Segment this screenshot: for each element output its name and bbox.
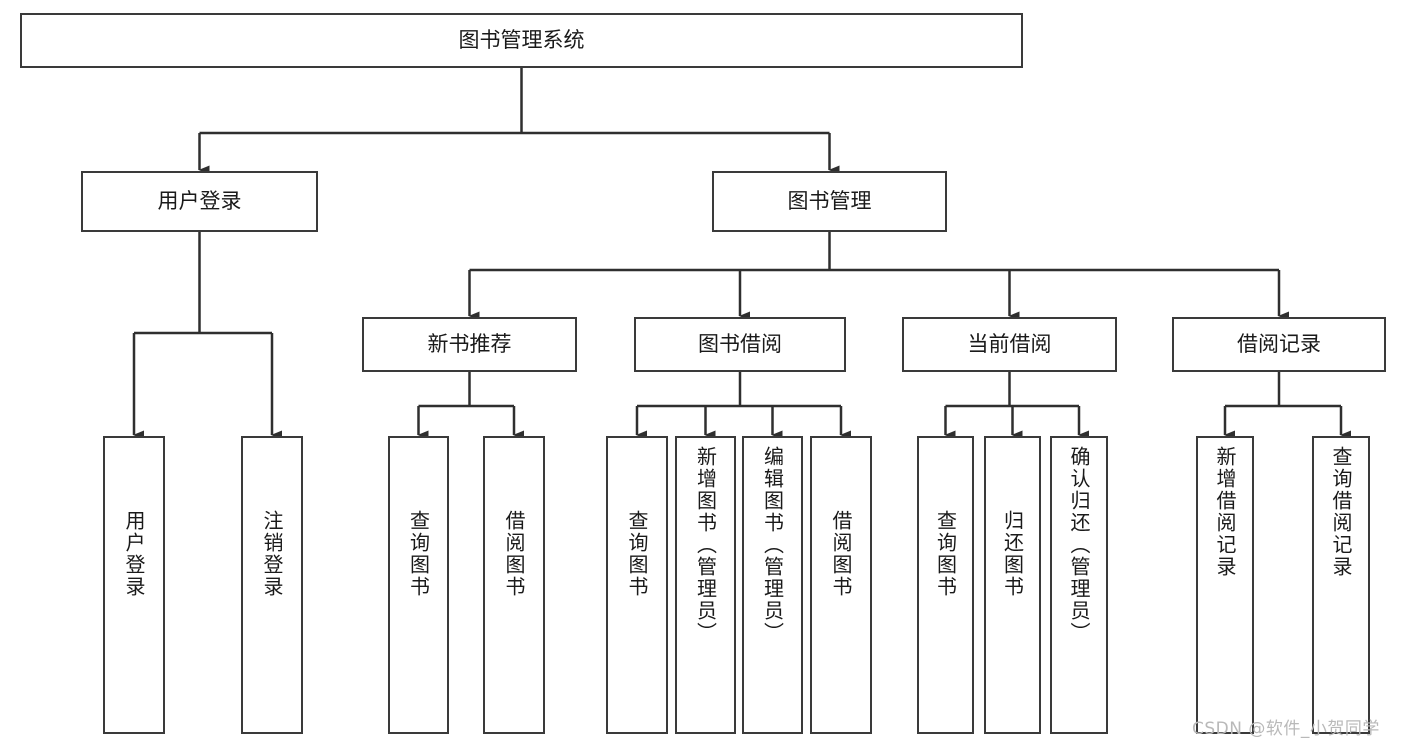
node-records[interactable]: 借阅记录 <box>1172 317 1386 372</box>
node-label: 借阅图书 <box>829 510 853 598</box>
node-leaf11[interactable]: 确认归还（管理员） <box>1050 436 1108 734</box>
node-leaf12[interactable]: 新增借阅记录 <box>1196 436 1254 734</box>
node-label: 图书借阅 <box>698 331 782 356</box>
node-label: 查询图书 <box>933 510 958 598</box>
node-leaf3[interactable]: 查询图书 <box>388 436 449 734</box>
node-bookmgmt[interactable]: 图书管理 <box>712 171 947 232</box>
node-label: 注销登录 <box>260 510 284 598</box>
node-label: 用户登录 <box>122 510 146 598</box>
node-label: 借阅记录 <box>1237 331 1321 356</box>
node-label: 新增借阅记录 <box>1213 446 1237 578</box>
node-label: 用户登录 <box>157 188 242 213</box>
node-leaf6[interactable]: 新增图书（管理员） <box>675 436 736 734</box>
node-leaf1[interactable]: 用户登录 <box>103 436 165 734</box>
node-label: 当前借阅 <box>967 331 1052 356</box>
node-newbooks[interactable]: 新书推荐 <box>362 317 577 372</box>
node-label: 确认归还（管理员） <box>1067 446 1091 644</box>
node-leaf4[interactable]: 借阅图书 <box>483 436 545 734</box>
node-label: 借阅图书 <box>502 510 526 598</box>
node-label: 查询借阅记录 <box>1329 446 1353 578</box>
node-leaf7[interactable]: 编辑图书（管理员） <box>742 436 803 734</box>
node-label: 归还图书 <box>1000 510 1025 598</box>
node-leaf13[interactable]: 查询借阅记录 <box>1312 436 1370 734</box>
node-leaf10[interactable]: 归还图书 <box>984 436 1041 734</box>
node-label: 图书管理系统 <box>458 27 585 52</box>
node-leaf9[interactable]: 查询图书 <box>917 436 974 734</box>
node-borrow[interactable]: 图书借阅 <box>634 317 846 372</box>
node-login[interactable]: 用户登录 <box>81 171 318 232</box>
edge-layer <box>132 68 1351 440</box>
node-label: 编辑图书（管理员） <box>760 446 785 644</box>
csdn-watermark: CSDN @软件_小贺同学 <box>1192 719 1380 739</box>
node-label: 查询图书 <box>625 510 649 598</box>
node-leaf8[interactable]: 借阅图书 <box>810 436 872 734</box>
node-label: 新书推荐 <box>427 331 512 356</box>
node-label: 新增图书（管理员） <box>693 446 718 644</box>
node-root[interactable]: 图书管理系统 <box>20 13 1023 68</box>
node-label: 查询图书 <box>406 510 431 598</box>
node-leaf5[interactable]: 查询图书 <box>606 436 668 734</box>
node-label: 图书管理 <box>787 188 872 213</box>
node-current[interactable]: 当前借阅 <box>902 317 1117 372</box>
node-leaf2[interactable]: 注销登录 <box>241 436 303 734</box>
